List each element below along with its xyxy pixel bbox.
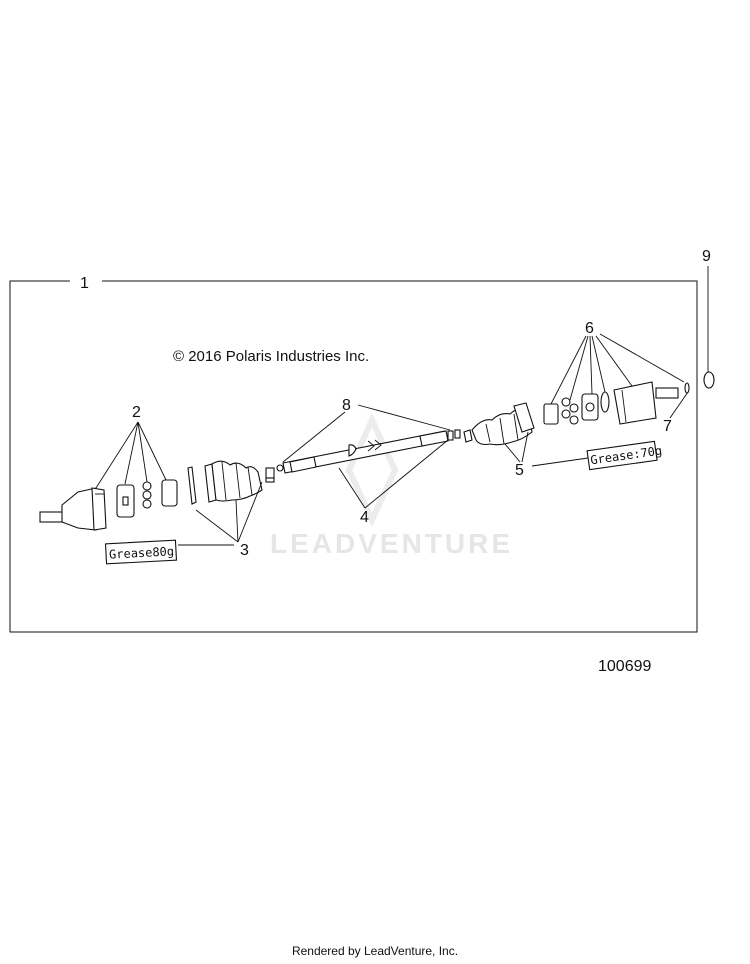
- callout-5: 5: [515, 462, 524, 479]
- callout-4-leaders: [338, 439, 449, 509]
- watermark-text: LEADVENTURE: [270, 528, 513, 559]
- circlip-part-9: [703, 371, 715, 389]
- callout-2-leaders: [95, 421, 167, 489]
- callout-2: 2: [132, 404, 141, 421]
- callout-1: 1: [80, 275, 89, 292]
- copyright-text: © 2016 Polaris Industries Inc.: [173, 348, 369, 365]
- assembly-frame: [9, 280, 698, 633]
- callout-9: 9: [702, 248, 711, 265]
- grease-inner-label: Grease80g: [109, 544, 175, 561]
- callout-8: 8: [342, 397, 351, 414]
- footer-credit: Rendered by LeadVenture, Inc.: [291, 944, 459, 958]
- outer-boot-group: [463, 402, 535, 446]
- callout-6: 6: [585, 320, 594, 337]
- callout-3-leaders: [178, 481, 263, 546]
- axle-shaft: [276, 429, 461, 474]
- callout-7: 7: [663, 418, 672, 435]
- callout-5-leaders: [504, 431, 589, 467]
- watermark-logo: [345, 412, 399, 528]
- callout-4: 4: [360, 509, 369, 526]
- callout-6-leaders: [550, 333, 685, 405]
- callout-7-leader: [669, 391, 689, 419]
- inner-boot-group: [187, 460, 275, 505]
- grease-tag-inner: Grease80g: [104, 539, 178, 565]
- callout-8-leaders: [282, 404, 451, 463]
- callout-3: 3: [240, 542, 249, 559]
- clip-part-7: [684, 382, 690, 394]
- outer-cv-joint-group: [543, 381, 679, 425]
- diagram-number: 100699: [598, 658, 651, 675]
- inner-cv-joint-group: [39, 479, 178, 531]
- grease-tag-outer: Grease:70g: [586, 440, 663, 471]
